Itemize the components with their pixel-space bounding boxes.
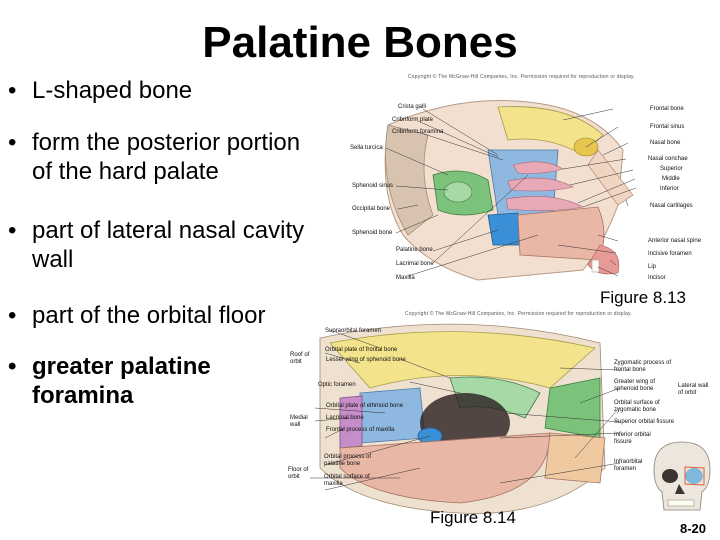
label-orbital-plate-ethmoid: Orbital plate of ethmoid bone	[326, 403, 403, 410]
label-sphenoid-sinus: Sphenoid sinus	[352, 183, 393, 190]
label-maxilla: Maxilla	[396, 275, 415, 282]
label-lateral-wall-orbit: Lateral wall of orbit	[678, 383, 714, 397]
label-lip: Lip	[648, 264, 656, 271]
label-lesser-wing-sphenoid: Lesser wing of sphenoid bone	[326, 357, 406, 364]
bullet-text: L-shaped bone	[32, 77, 192, 104]
label-nasal-bone: Nasal bone	[650, 140, 680, 147]
bullet-text: greater palatine	[32, 353, 211, 380]
bullet-text: part of lateral nasal cavity	[32, 217, 304, 244]
label-lacrimal-bone-orbit: Lacrimal bone	[326, 415, 364, 422]
label-frontal-bone: Frontal bone	[650, 106, 684, 113]
bullet-text: form the posterior portion	[32, 129, 300, 156]
bullet-dot-icon: •	[8, 301, 32, 330]
bullet-text: part of the orbital floor	[32, 302, 265, 329]
label-orbital-surface-maxilla: Orbital surface of maxilla	[324, 474, 380, 488]
label-sphenoid-bone: Sphenoid bone	[352, 230, 392, 237]
label-frontal-process-maxilla: Frontal process of maxilla	[326, 427, 394, 434]
figure-caption-8-13: Figure 8.13	[600, 288, 686, 308]
bullet-item: • part of the orbital floor	[8, 301, 265, 330]
label-sella-turcica: Sella turcica	[350, 145, 383, 152]
label-cribriform-plate: Cribriform plate	[392, 117, 433, 124]
skull-inset-illustration	[644, 440, 718, 516]
label-anterior-nasal-spine: Anterior nasal spine	[648, 238, 701, 245]
bullet-text: wall	[32, 246, 73, 273]
label-orbital-surface-zygomatic: Orbital surface of zygomatic bone	[614, 400, 664, 414]
bullet-item: • L-shaped bone	[8, 76, 192, 105]
label-inferior-concha: Inferior	[660, 186, 679, 193]
label-incisor: Incisor	[648, 275, 666, 282]
label-roof-of-orbit: Roof of orbit	[290, 352, 314, 366]
label-orbital-process-palatine: Orbital process of palatine bone	[324, 454, 382, 468]
bullet-dot-icon: •	[8, 76, 32, 105]
label-superior-orbital-fissure: Superior orbital fissure	[614, 419, 674, 426]
bullet-text: of the hard palate	[32, 158, 219, 185]
label-supraorbital-foramen: Supraorbital foramen	[325, 328, 381, 335]
slide-title: Palatine Bones	[0, 18, 720, 68]
label-medial-wall: Medial wall	[290, 415, 312, 429]
label-optic-foramen: Optic foramen	[318, 382, 356, 389]
label-frontal-sinus: Frontal sinus	[650, 124, 684, 131]
label-occipital-bone: Occipital bone	[352, 206, 390, 213]
label-palatine-bone: Palatine bone	[396, 247, 433, 254]
figure-caption-8-14: Figure 8.14	[430, 508, 516, 528]
label-greater-wing-sphenoid: Greater wing of sphenoid bone	[614, 379, 664, 393]
copyright-notice: Copyright © The McGraw-Hill Companies, I…	[405, 311, 632, 317]
label-orbital-plate-frontal: Orbital plate of frontal bone	[325, 347, 397, 354]
label-nasal-conchae: Nasal conchae	[648, 156, 688, 163]
bullet-dot-icon: •	[8, 128, 32, 186]
label-zygomatic-process-frontal: Zygomatic process of frontal bone	[614, 360, 672, 374]
label-floor-of-orbit: Floor of orbit	[288, 467, 310, 481]
label-superior-concha: Superior	[660, 166, 683, 173]
bullet-dot-icon: •	[8, 216, 32, 274]
label-nasal-cartilages: Nasal cartilages	[650, 203, 693, 210]
copyright-notice: Copyright © The McGraw-Hill Companies, I…	[408, 74, 635, 80]
label-cribriform-foramina: Cribriform foramina	[392, 129, 443, 136]
bullet-text: foramina	[32, 382, 133, 409]
label-incisive-foramen: Incisive foramen	[648, 251, 692, 258]
label-middle-concha: Middle	[662, 176, 680, 183]
label-lacrimal-bone: Lacrimal bone	[396, 261, 434, 268]
bullet-dot-icon: •	[8, 352, 32, 410]
label-crista-galli: Crista galli	[398, 104, 426, 111]
page-number: 8-20	[680, 521, 706, 536]
